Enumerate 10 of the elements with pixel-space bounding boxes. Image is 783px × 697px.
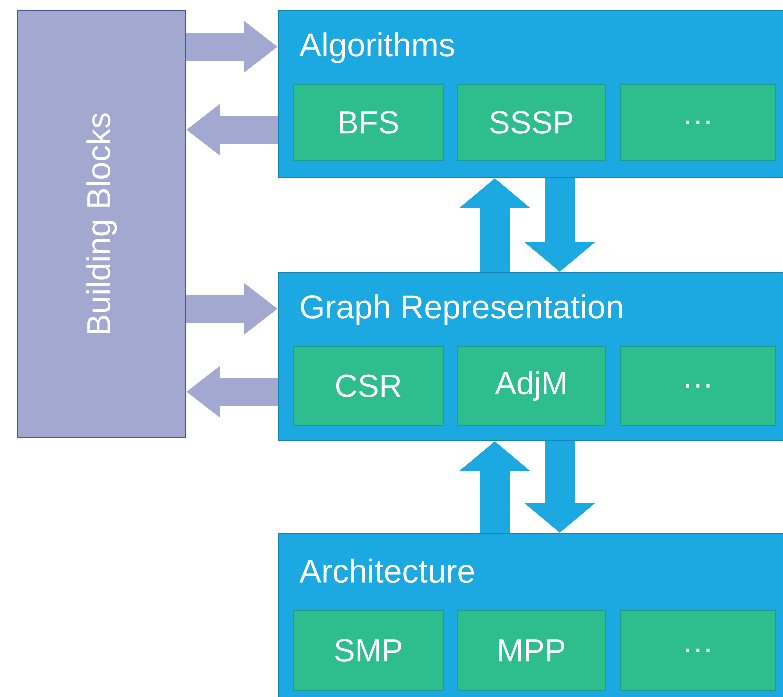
item-box: SMP (293, 610, 444, 692)
item-box: … (620, 346, 776, 426)
item-box: CSR (293, 346, 444, 426)
item-box: … (620, 84, 776, 162)
item-box: SSSP (457, 84, 606, 162)
item-box: BFS (293, 84, 444, 162)
item-box: MPP (457, 610, 606, 692)
item-box: … (620, 610, 776, 692)
side-panel: Building Blocks (17, 10, 186, 438)
item-box: AdjM (457, 346, 606, 426)
